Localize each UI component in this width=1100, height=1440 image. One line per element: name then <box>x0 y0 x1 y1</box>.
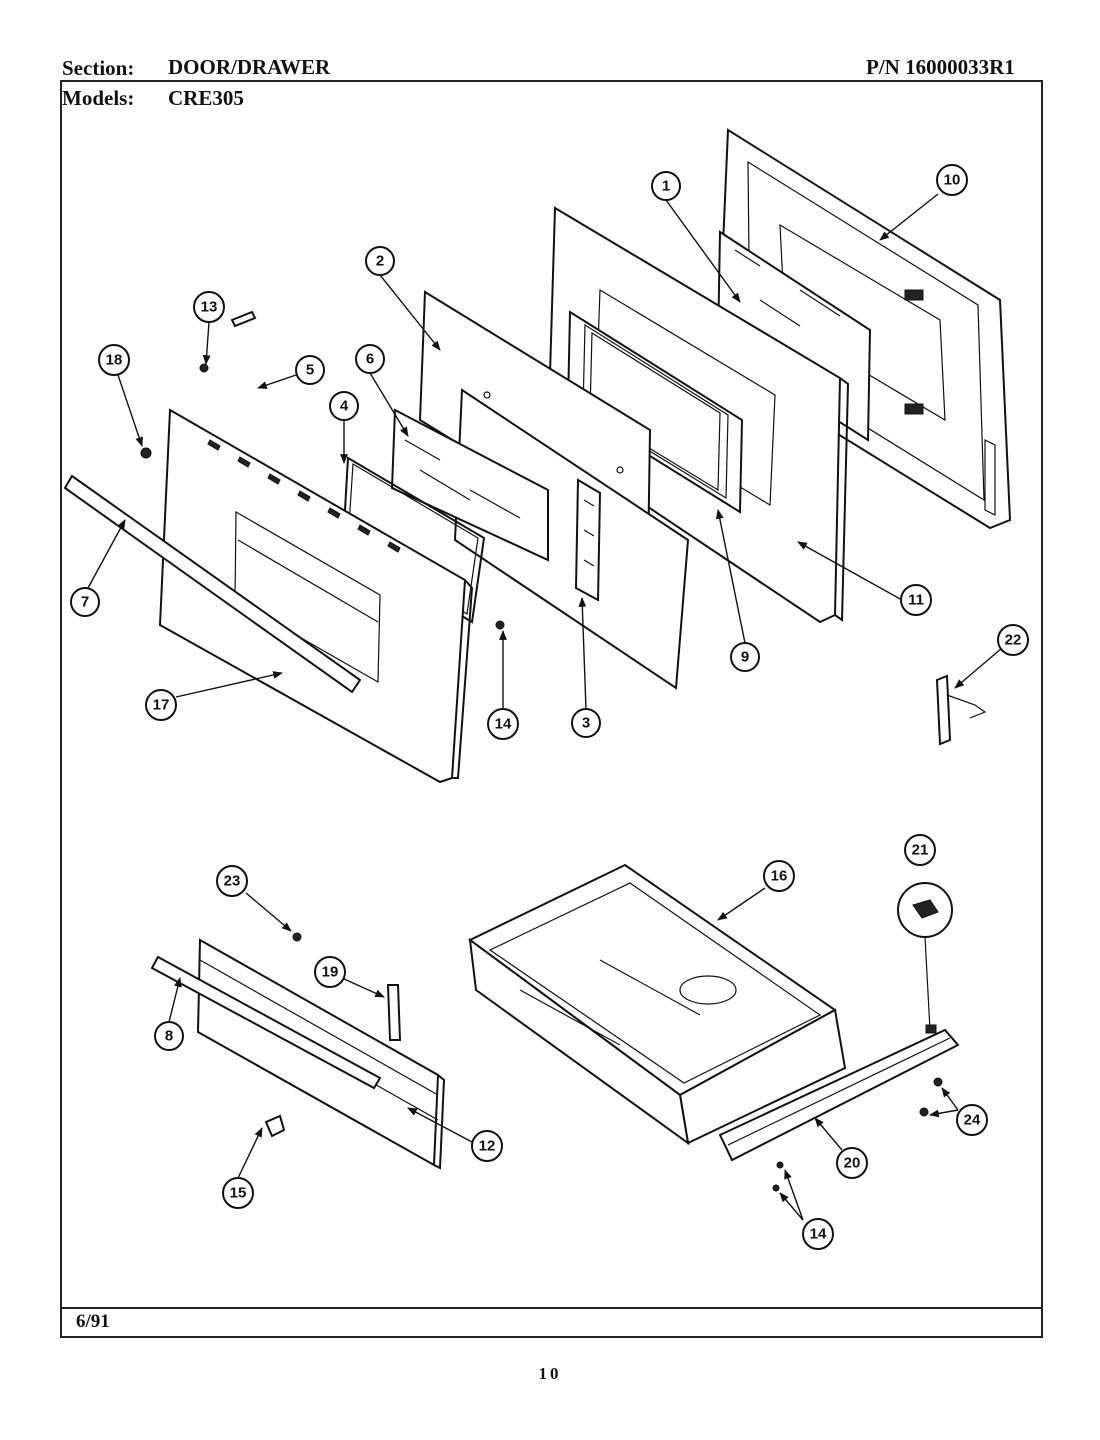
callout-23: 23 <box>216 865 248 897</box>
diagram-frame <box>60 80 1043 1338</box>
part-21-inset <box>897 882 953 1034</box>
callout-6-label: 6 <box>366 351 374 368</box>
models-label: Models: <box>62 86 135 110</box>
callout-17-label: 17 <box>153 697 170 714</box>
callout-22: 22 <box>997 624 1029 656</box>
callout-7: 7 <box>70 587 100 617</box>
callout-2: 2 <box>365 246 395 276</box>
callout-21: 21 <box>904 834 936 866</box>
callout-1: 1 <box>651 171 681 201</box>
callout-10-label: 10 <box>944 172 961 189</box>
callout-20: 20 <box>836 1147 868 1179</box>
callout-14-door-label: 14 <box>495 716 512 733</box>
section-value: DOOR/DRAWER <box>168 55 331 79</box>
callout-3-label: 3 <box>582 715 590 732</box>
part-6-outer-glass <box>390 408 549 562</box>
callout-6: 6 <box>355 344 385 374</box>
callout-11: 11 <box>900 584 932 616</box>
callout-7-label: 7 <box>81 594 89 611</box>
leader-lines <box>87 193 1003 1221</box>
callout-22-label: 22 <box>1005 632 1022 649</box>
part-9-window-frame <box>566 310 744 514</box>
part-20-drawer-rail <box>718 1028 960 1162</box>
section-label: Section: <box>62 56 135 80</box>
callout-9: 9 <box>730 642 760 672</box>
callout-17: 17 <box>145 689 177 721</box>
callout-4-label: 4 <box>340 398 349 415</box>
callout-24: 24 <box>956 1104 988 1136</box>
callout-13: 13 <box>193 291 225 323</box>
callout-15-label: 15 <box>230 1185 247 1202</box>
callout-12-label: 12 <box>479 1138 496 1155</box>
callout-20-label: 20 <box>844 1155 861 1172</box>
part-19-drawer-clip <box>386 984 402 1041</box>
callout-16: 16 <box>763 860 795 892</box>
callout-23-label: 23 <box>224 873 241 890</box>
callout-21-label: 21 <box>912 842 929 859</box>
callout-4: 4 <box>329 391 359 421</box>
callout-18-label: 18 <box>106 352 123 369</box>
part-16-drawer-body <box>468 863 847 1146</box>
callout-19: 19 <box>314 956 346 988</box>
callout-10: 10 <box>936 164 968 196</box>
screws <box>140 310 943 1192</box>
part-8-drawer-handle <box>150 955 382 1090</box>
callout-14-door: 14 <box>487 708 519 740</box>
models-value: CRE305 <box>168 86 244 110</box>
footer-divider <box>60 1307 1043 1309</box>
callout-19-label: 19 <box>322 964 339 981</box>
part-7-door-handle <box>63 474 362 694</box>
revision-date: 6/91 <box>76 1311 110 1332</box>
part-15-clip <box>264 1114 286 1138</box>
callout-8-label: 8 <box>165 1028 173 1045</box>
callout-9-label: 9 <box>741 649 749 666</box>
callout-5-label: 5 <box>306 362 314 379</box>
callout-18: 18 <box>98 344 130 376</box>
callout-12: 12 <box>471 1130 503 1162</box>
part-number: P/N 16000033R1 <box>866 55 1015 79</box>
part-17-outer-door <box>158 408 474 784</box>
callout-11-label: 11 <box>908 592 924 609</box>
callout-8: 8 <box>154 1021 184 1051</box>
callout-16-label: 16 <box>771 868 788 885</box>
callout-1-label: 1 <box>662 178 670 195</box>
callout-14-drawer-label: 14 <box>810 1226 827 1243</box>
callout-3: 3 <box>571 708 601 738</box>
callout-15: 15 <box>222 1177 254 1209</box>
callout-2-label: 2 <box>376 253 384 270</box>
callout-14-drawer: 14 <box>802 1218 834 1250</box>
part-22-latch <box>935 674 987 746</box>
callout-5: 5 <box>295 355 325 385</box>
part-3-inner-panel <box>453 388 690 690</box>
callout-24-label: 24 <box>964 1112 981 1129</box>
page-number: 10 <box>538 1364 562 1383</box>
callout-13-label: 13 <box>201 299 218 316</box>
